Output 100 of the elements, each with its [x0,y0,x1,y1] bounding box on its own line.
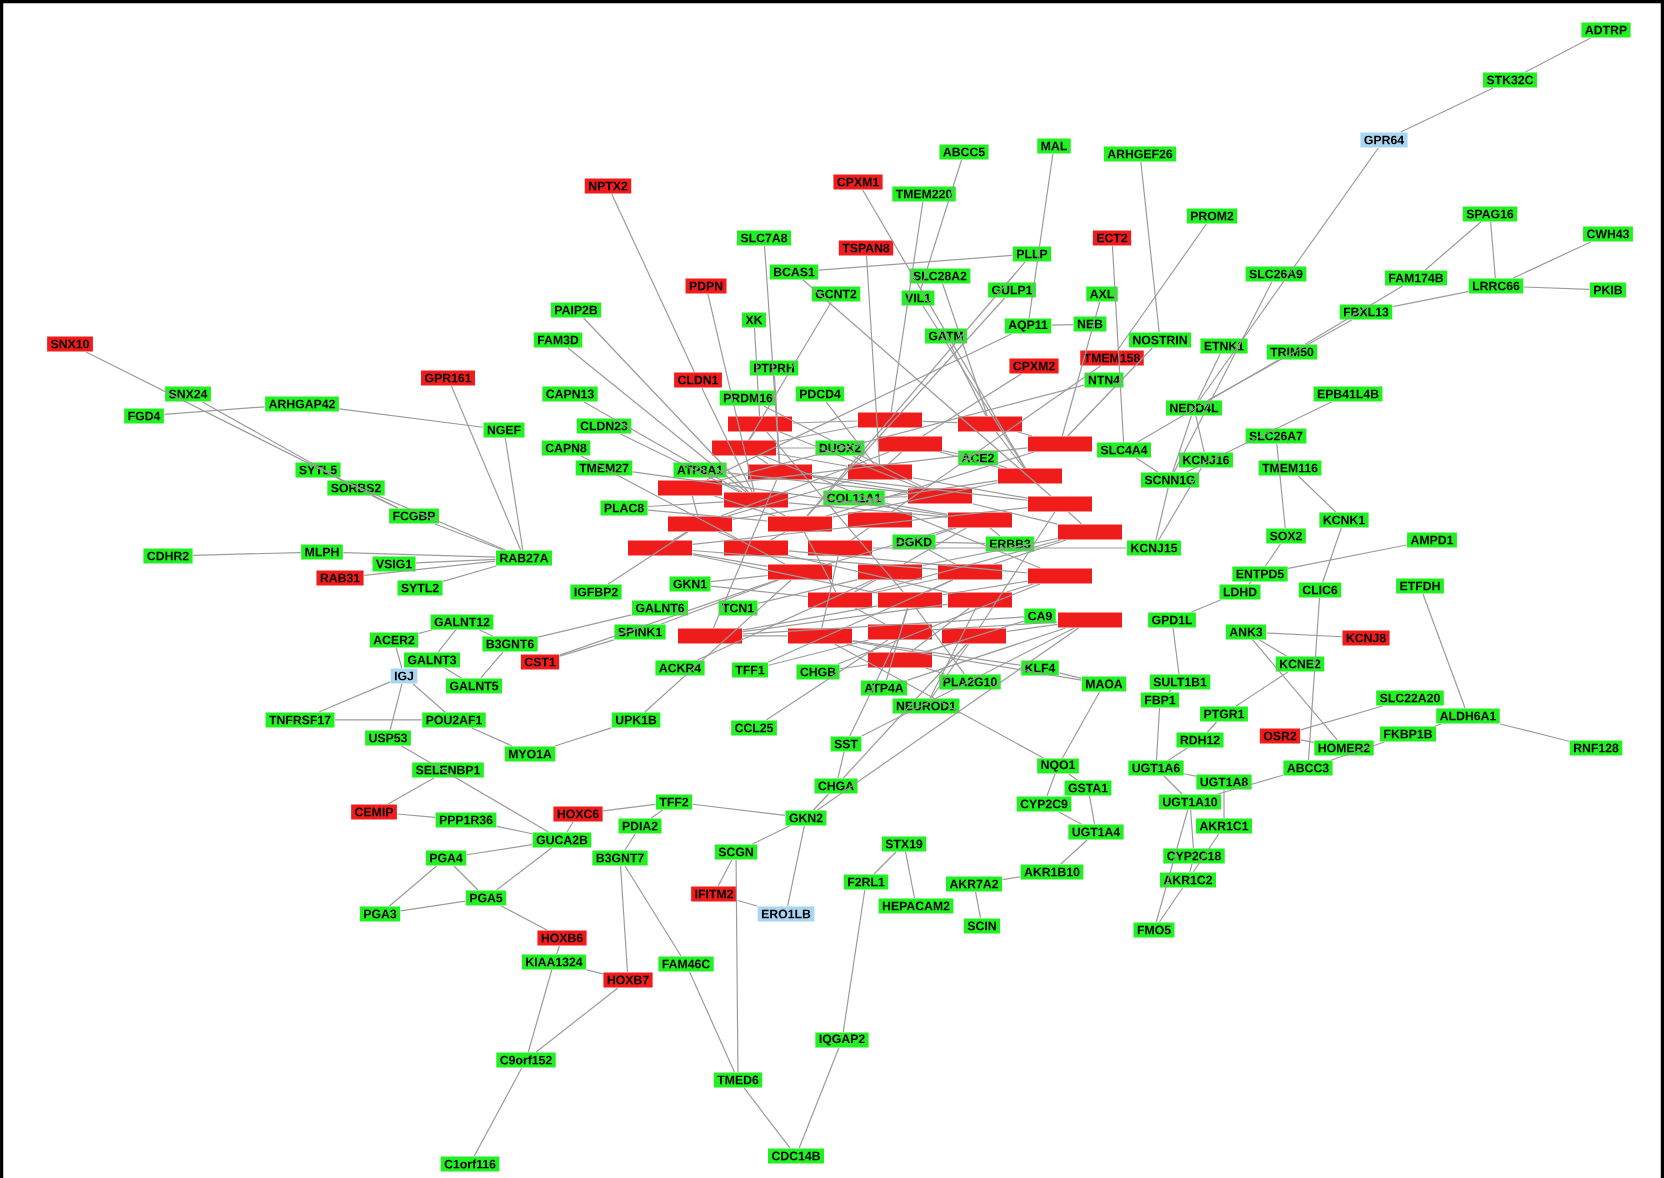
connector-line [929,607,977,699]
connector-line [1185,401,1333,473]
connector-line [787,550,1029,574]
connector-line [1300,705,1384,731]
connector-line [1172,627,1180,675]
connector-line [1190,599,1222,613]
connector-line [851,640,1022,666]
connector-line [496,825,533,835]
connector-line [989,527,1001,537]
connector-line [890,201,924,413]
gene-box [1058,524,1122,540]
connector-line [559,579,778,656]
connector-line [1300,739,1315,743]
connector-line [924,620,1025,653]
gene-box [768,564,832,580]
connector-line [919,159,963,291]
connector-line [1061,301,1101,437]
connector-line [993,539,1067,565]
connector-line [842,643,968,779]
connector-line [691,495,699,517]
connector-line [336,477,506,551]
connector-line [318,681,391,713]
connector-line [922,373,1022,437]
connector-line [1248,581,1252,585]
connector-line [415,558,497,564]
connector-line [706,333,1012,481]
connector-line [372,495,399,509]
connector-line [644,579,792,713]
gene-box [998,468,1062,484]
connector-line [763,455,1041,569]
connector-line [444,667,462,679]
gene-box [878,436,942,452]
connector-line [1235,671,1289,707]
connector-line [554,727,612,747]
connector-line [691,552,769,567]
connector-line [1137,359,1279,443]
connector-line [1155,809,1189,923]
connector-line [1434,723,1442,727]
connector-line [535,987,619,1053]
connector-line [1061,691,1101,759]
connector-line [825,451,1035,517]
connector-line [770,531,786,541]
connector-line [437,629,457,653]
connector-line [1392,290,1469,308]
connector-line [873,851,897,875]
connector-line [837,751,845,779]
connector-line [911,477,1029,499]
connector-line [389,683,403,731]
connector-line [1168,689,1172,693]
connector-line [619,865,629,973]
connector-line [163,406,266,416]
connector-line [1189,863,1193,873]
connector-line [849,639,897,737]
connector-line [798,1047,840,1149]
connector-line [710,585,809,598]
connector-line [736,899,758,907]
connector-line [1140,161,1160,333]
gene-box [712,440,776,456]
connector-line [831,482,999,518]
connector-line [1167,747,1189,761]
connector-line [1524,37,1592,73]
connector-line [904,851,916,899]
connector-line [1111,245,1125,443]
connector-line [837,583,1041,665]
connector-line [388,865,438,907]
connector-line [632,471,949,517]
connector-line [624,865,682,957]
connector-line [834,643,1044,759]
gene-box [1028,568,1092,584]
connector-line [1297,475,1337,513]
connector-line [812,793,830,811]
connector-line [1523,286,1590,290]
connector-line [802,279,1052,497]
connector-line [1155,487,1169,541]
connector-line [811,476,909,492]
connector-line [334,719,423,721]
connector-line [884,502,949,515]
connector-line [1199,147,1379,401]
connector-line [907,627,1067,681]
connector-line [821,555,839,629]
gene-box [768,516,832,532]
connector-line [583,401,743,493]
connector-line [527,969,553,1053]
connector-line [713,495,777,517]
connector-line [735,859,739,1073]
connector-line [726,472,909,494]
connector-line [816,627,1080,811]
connector-line [741,605,879,631]
connector-line [721,447,1029,485]
connector-line [884,496,909,498]
connector-line [1192,833,1220,873]
connector-line [825,401,875,465]
connector-line [1088,795,1096,825]
connector-line [935,527,957,536]
connector-line [743,1087,791,1149]
connector-line [924,667,946,675]
gene-box [868,652,932,668]
connector-line [767,579,953,663]
connector-line [1258,639,1288,657]
connector-line [915,607,965,675]
